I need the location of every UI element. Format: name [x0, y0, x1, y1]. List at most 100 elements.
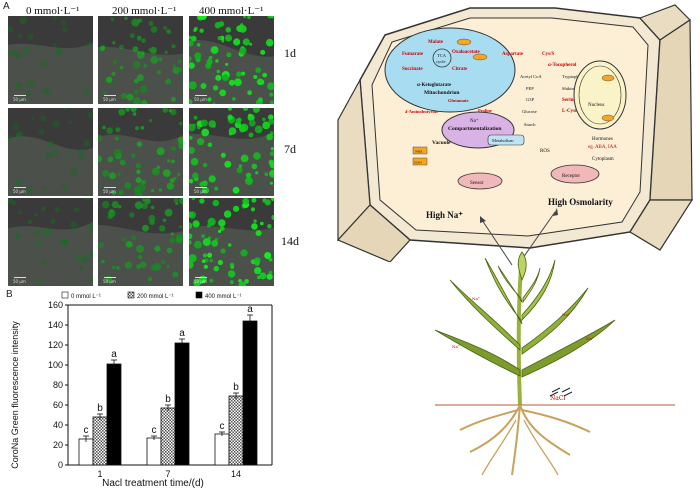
metabolite-oxaloacetate: Oxaloacetate — [452, 50, 481, 55]
label-sensor: Sensor — [470, 181, 484, 186]
bar-0-mmol-L⁻¹-1 — [78, 438, 94, 466]
column-header-0mmol: 0 mmol·L⁻¹ — [26, 5, 80, 17]
bar-400-mmol-L⁻¹-1 — [106, 363, 122, 466]
scale-bar — [14, 95, 26, 96]
micrograph-7d-col2: 50 μm — [98, 108, 183, 196]
metabolite-glutamate: Glutamate — [448, 98, 469, 103]
bar-400-mmol-L⁻¹-14 — [242, 320, 258, 466]
metabolite-serine: Serine — [562, 98, 576, 103]
scale-bar — [195, 187, 207, 188]
label-nhx: NHX — [415, 150, 423, 154]
y-tick-label: 20 — [53, 440, 63, 450]
panel-b-letter: B — [6, 289, 13, 300]
label-nucleus: Nucleus — [588, 103, 604, 108]
plant-leaves — [434, 251, 616, 406]
vacuole: Na⁺ Compartmentalization Vacuole Metabol… — [432, 111, 525, 149]
metabolite-proline: Proline — [478, 108, 492, 113]
legend-label: 200 mmol L⁻¹ — [137, 294, 174, 300]
metabolite-succinate: Succinate — [402, 67, 423, 72]
bar-200-mmol-L⁻¹-7 — [160, 407, 176, 466]
label-eg-aba-iaa: eg. ABA, IAA — [588, 145, 617, 150]
pathway-labels: Aspartate Cys/S α-Tocopherol Acetyl CoA … — [405, 52, 617, 162]
label-receptor: Receptor — [562, 174, 580, 179]
bar-200-mmol-L⁻¹-1 — [92, 416, 108, 466]
significance-letter: c — [84, 425, 89, 436]
scale-bar-label: 50 μm — [13, 189, 26, 194]
significance-letter: b — [97, 403, 103, 414]
x-tick-label: 1 — [97, 469, 102, 479]
significance-letter: a — [179, 328, 185, 339]
metabolite-cyss: Cys/S — [542, 52, 554, 57]
scale-bar — [104, 187, 116, 188]
legend-label: 0 mmol L⁻¹ — [71, 294, 101, 300]
bar-400-mmol-L⁻¹-7 — [174, 342, 190, 466]
scale-bar — [195, 277, 207, 278]
row-header-14d: 14d — [281, 234, 299, 248]
y-axis-label: CoroNa Green fluorescence intensity — [10, 321, 20, 469]
y-tick-label: 80 — [53, 380, 63, 390]
significance-letter: a — [111, 349, 117, 360]
micrograph-7d-col3: 50 μm — [189, 108, 274, 196]
scale-bar-label: 50 μm — [194, 279, 207, 284]
metabolite-l-cysteine: L-Cysteine — [562, 109, 586, 114]
chart-legend: 0 mmol L⁻¹ 200 mmol L⁻¹ 400 mmol L⁻¹ — [61, 291, 242, 300]
leaf-na-label-4: Na⁺ — [586, 336, 594, 341]
scale-bar — [14, 277, 26, 278]
metabolite-akg: α-Ketoglutarate — [417, 83, 452, 88]
significance-letter: b — [165, 394, 171, 405]
legend-swatch — [127, 291, 135, 299]
leaf-na-label-3: Na⁺ — [562, 312, 570, 317]
legend-swatch — [195, 291, 203, 299]
label-high-na: High Na⁺ — [426, 210, 463, 220]
bar-chart: B 0 mmol L⁻¹ 200 mmol L⁻¹ 400 mmol L⁻¹ 0 20… — [6, 289, 273, 489]
y-tick-label: 120 — [48, 340, 63, 350]
label-tca: TCA — [437, 53, 447, 58]
significance-letter: c — [220, 421, 225, 432]
nucleus: Nucleus — [573, 60, 627, 130]
significance-letter: a — [247, 304, 253, 315]
label-cycle: cycle — [436, 59, 446, 64]
legend-swatch — [61, 291, 69, 299]
label-ros: ROS — [540, 149, 550, 154]
metabolite-fumarate: Fumarate — [402, 52, 424, 57]
x-tick-label: 14 — [231, 469, 241, 479]
scale-bar — [104, 277, 116, 278]
legend-label: 400 mmol L⁻¹ — [205, 294, 242, 300]
bar-0-mmol-L⁻¹-7 — [146, 437, 162, 466]
label-metabolism: Metabolism — [492, 138, 514, 143]
scale-bar — [195, 95, 207, 96]
membrane-receptors: Sensor Receptor — [457, 164, 600, 190]
scale-bar-label: 50 μm — [103, 189, 116, 194]
micrograph-7d-col1: 50 μm — [8, 108, 93, 196]
y-tick-label: 40 — [53, 420, 63, 430]
label-vacuole: Vacuole — [432, 140, 451, 146]
salt-marks — [549, 387, 573, 397]
y-tick-label: 100 — [48, 360, 63, 370]
label-mitochondrion: Mitochondrion — [424, 90, 459, 96]
micrograph-14d-col3: 50 μm — [189, 198, 274, 286]
label-compartmentalization: Compartmentalization — [448, 126, 501, 132]
plant-illustration: Na⁺ Na⁺ Na⁺ Na⁺ NaCl — [434, 208, 675, 476]
significance-letter: b — [233, 382, 239, 393]
scale-bar-label: 50 μm — [194, 97, 207, 102]
y-tick-label: 0 — [58, 460, 63, 470]
column-header-200mmol: 200 mmol·L⁻¹ — [112, 5, 177, 17]
metabolite-tryptophan: Tryptophan — [562, 74, 584, 79]
leaf-na-label-2: Na⁺ — [472, 296, 480, 301]
metabolite-acetyl-coa: Acetyl CoA — [520, 74, 542, 79]
metabolite-glucose: Glucose — [522, 109, 537, 114]
row-header-7d: 7d — [284, 142, 296, 156]
scale-bar — [14, 187, 26, 188]
metabolite-shikimate: Shikimate — [562, 86, 580, 91]
label-high-osmolarity: High Osmolarity — [548, 197, 613, 207]
cell-diagram: Malate Fumarate Succinate TCA cycle Citr… — [336, 4, 694, 262]
metabolite-4-aminobutyrate: 4-Aminobutyrate — [405, 109, 438, 114]
micrograph-1d-col3: 50 μm — [189, 16, 274, 104]
metabolite-aspartate: Aspartate — [502, 52, 524, 57]
y-tick-label: 60 — [53, 400, 63, 410]
metabolite-pep: PEP — [526, 86, 534, 91]
label-cytoplasm: Cytoplasm — [592, 157, 614, 162]
signal-arrows — [480, 208, 558, 266]
micrograph-14d-col1: 50 μm — [8, 198, 93, 286]
